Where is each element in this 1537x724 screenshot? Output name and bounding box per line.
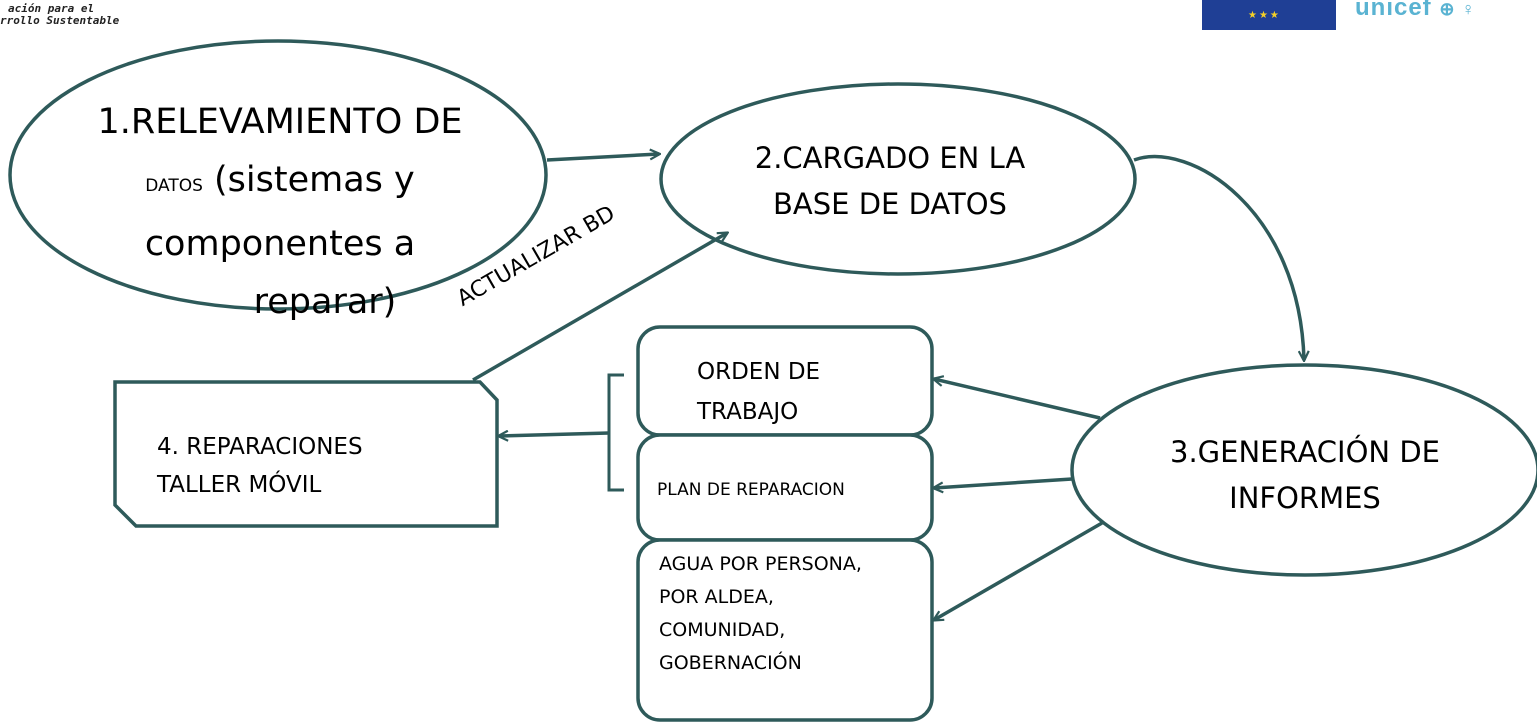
step1-line1: 1.RELEVAMIENTO DE	[97, 102, 463, 142]
report-orden-label: ORDEN DE TRABAJO	[697, 352, 820, 432]
eu-flag-logo: ★★★	[1202, 0, 1336, 30]
report-plan-label: PLAN DE REPARACION	[657, 480, 845, 500]
report-agua-line1: AGUA POR PERSONA,	[659, 553, 862, 575]
step4-label: 4. REPARACIONES TALLER MÓVIL	[157, 428, 363, 504]
step2-ellipse	[659, 82, 1137, 276]
report-plan-line1: PLAN DE REPARACION	[657, 480, 845, 500]
organization-logo-line1: ación para el	[8, 2, 95, 15]
report-orden-line1: ORDEN DE	[697, 359, 821, 385]
unicef-logo: unicef ⊕ ♀	[1355, 0, 1476, 22]
step1-line2-small: DATOS	[145, 176, 203, 196]
step1-ellipse	[8, 39, 548, 311]
arrow-step1-to-step2	[546, 154, 659, 162]
step3-label: 3.GENERACIÓN DE INFORMES	[1125, 429, 1485, 521]
report-agua-label: AGUA POR PERSONA, POR ALDEA, COMUNIDAD, …	[659, 548, 862, 680]
step3-line1: 3.GENERACIÓN DE	[1170, 435, 1440, 469]
step1-line2: DATOS (sistemas y	[40, 151, 520, 215]
report-agua-box	[636, 538, 934, 722]
unicef-emblem-icon: ⊕ ♀	[1439, 0, 1476, 19]
step2-label: 2.CARGADO EN LA BASE DE DATOS	[720, 135, 1060, 227]
step4-line1: 4. REPARACIONES	[157, 434, 363, 460]
report-agua-line3: COMUNIDAD,	[659, 619, 786, 641]
step2-line2: BASE DE DATOS	[773, 187, 1007, 221]
step1-line3: componentes a	[144, 224, 416, 264]
arrow-step2-to-step3	[1133, 154, 1304, 360]
step3-ellipse	[1070, 363, 1537, 577]
unicef-logo-text: unicef	[1355, 0, 1432, 21]
arrow-reports-to-step4	[499, 433, 610, 436]
step1-label: 1.RELEVAMIENTO DE DATOS (sistemas y comp…	[40, 93, 520, 331]
eu-stars-icon: ★★★	[1248, 10, 1281, 21]
step3-line2: INFORMES	[1229, 481, 1381, 515]
step1-line4: reparar)	[253, 282, 397, 322]
step4-box	[113, 380, 499, 528]
arrow-step3-to-plan	[934, 477, 1073, 488]
arrow-step4-to-step2	[472, 233, 727, 382]
organization-logo-line2: rrollo Sustentable	[0, 14, 120, 27]
report-bracket	[607, 373, 624, 492]
report-agua-line4: GOBERNACIÓN	[659, 652, 802, 674]
arrow-step3-to-agua	[934, 521, 1103, 620]
organization-logo: ación para el rrollo Sustentable	[0, 0, 119, 27]
step2-line1: 2.CARGADO EN LA	[754, 141, 1026, 175]
report-agua-line2: POR ALDEA,	[659, 586, 774, 608]
step4-line2: TALLER MÓVIL	[157, 472, 322, 498]
report-orden-line2: TRABAJO	[697, 399, 799, 425]
arrow-step3-to-orden	[934, 379, 1101, 420]
step1-line2-rest: (sistemas y	[202, 160, 415, 200]
